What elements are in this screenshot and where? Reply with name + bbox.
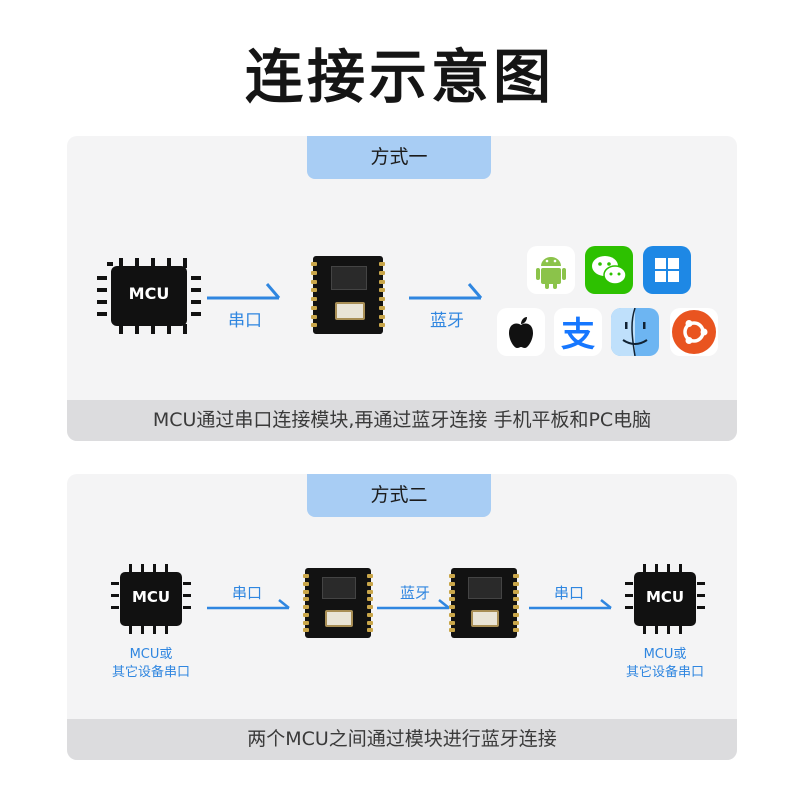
module-pad [379, 297, 385, 301]
module-pad [303, 620, 309, 625]
left-mcu-chip-graphic [111, 564, 191, 634]
android-icon [527, 246, 575, 294]
mcu-chip-graphic [97, 258, 201, 334]
module-pad [513, 589, 519, 594]
left-device-caption: MCU或 其它设备串口 [91, 646, 211, 682]
serial-arrow [207, 283, 281, 300]
serial-label-left: 串口 [231, 584, 262, 602]
module-pad [513, 628, 519, 633]
module-pad [303, 574, 309, 578]
apple-icon [497, 308, 545, 356]
module-pad [379, 288, 385, 293]
serial-label-right: 串口 [553, 584, 584, 602]
bluetooth-arrow [409, 283, 483, 300]
module-pad [367, 620, 373, 625]
module-pad [367, 574, 373, 578]
wechat-icon [585, 246, 633, 294]
module-pad [303, 597, 309, 602]
module-pad [449, 628, 455, 633]
module-pad [513, 612, 519, 617]
module-pad [311, 305, 317, 310]
module-pad [367, 589, 373, 594]
module-1-ic [322, 577, 356, 599]
right-device-caption: MCU或 其它设备串口 [605, 646, 725, 682]
serial-arrow-left [207, 599, 290, 610]
module-1-crystal [325, 610, 353, 627]
ubuntu-icon [670, 308, 718, 356]
module-pad [311, 270, 317, 275]
bluetooth-arrow-middle [377, 599, 450, 610]
bluetooth-label-middle: 蓝牙 [399, 584, 430, 602]
method2-tab: 方式二 [307, 474, 491, 517]
module-2-ic [468, 577, 502, 599]
module-pad [379, 270, 385, 275]
page-title: 连接示意图 [244, 43, 555, 111]
module-pad [367, 612, 373, 617]
module-pad [379, 262, 385, 266]
module-pad [311, 262, 317, 266]
bluetooth-module-2 [449, 568, 519, 638]
module-pad [379, 314, 385, 319]
svg-text:支: 支 [561, 315, 595, 355]
module-pad [303, 581, 309, 586]
module-pad [449, 574, 455, 578]
module-pad [449, 605, 455, 609]
module-pad [367, 628, 373, 633]
module-pad [379, 305, 385, 310]
right-mcu-label: MCU [645, 588, 685, 606]
module-pad [449, 581, 455, 586]
alipay-icon: 支 [554, 308, 602, 356]
module-pad [513, 574, 519, 578]
left-mcu-chip: MCU [111, 564, 191, 634]
module-pad [449, 597, 455, 602]
right-mcu-chip-graphic [625, 564, 705, 634]
method1-tab: 方式一 [307, 136, 491, 179]
windows-icon [643, 246, 691, 294]
module-pad [379, 323, 385, 328]
module-2-crystal [471, 610, 499, 627]
module-pad [311, 323, 317, 328]
left-mcu-label: MCU [131, 588, 171, 606]
method2-caption: 两个MCU之间通过模块进行蓝牙连接 [67, 719, 737, 760]
module-pad [367, 581, 373, 586]
module-pad [367, 597, 373, 602]
module-ic [331, 266, 367, 290]
module-crystal [335, 302, 365, 320]
left-caption-line2: 其它设备串口 [111, 665, 190, 680]
module-pad [303, 612, 309, 617]
right-caption-line1: MCU或 [643, 647, 687, 662]
module-pad [311, 279, 317, 284]
finder-icon [611, 308, 659, 356]
module-pad [303, 628, 309, 633]
module-pad [367, 605, 373, 609]
method2-panel: 方式二 MCU MCU或 其它设备串口 串口 [67, 474, 737, 760]
module-pad [449, 612, 455, 617]
module-pad [311, 288, 317, 293]
mcu-chip: MCU [97, 256, 201, 336]
bluetooth-module-1 [303, 568, 373, 638]
module-pad [449, 589, 455, 594]
mcu-chip-label: MCU [128, 284, 170, 303]
method1-caption: MCU通过串口连接模块,再通过蓝牙连接 手机平板和PC电脑 [67, 400, 737, 441]
module-pad [513, 581, 519, 586]
bluetooth-label: 蓝牙 [430, 311, 464, 331]
module-pad [303, 605, 309, 609]
right-caption-line2: 其它设备串口 [625, 665, 704, 680]
module-pad [311, 297, 317, 301]
bluetooth-module [311, 256, 385, 334]
serial-label: 串口 [228, 311, 262, 331]
module-pad [303, 589, 309, 594]
module-pad [513, 620, 519, 625]
serial-arrow-right [529, 599, 612, 610]
right-mcu-chip: MCU [625, 564, 705, 634]
method1-panel: 方式一 MCU 串口 [67, 136, 737, 441]
module-pad [311, 314, 317, 319]
module-pad [379, 279, 385, 284]
module-pad [449, 620, 455, 625]
left-caption-line1: MCU或 [129, 647, 173, 662]
module-pad [513, 597, 519, 602]
module-pad [513, 605, 519, 609]
